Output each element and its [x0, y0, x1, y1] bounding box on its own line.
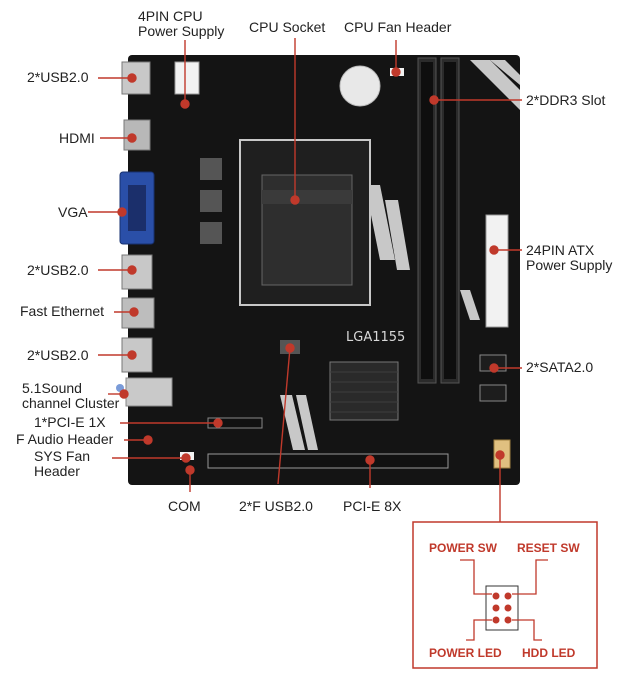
sound-label-line1: 5.1Sound — [22, 380, 82, 396]
power-led-label: POWER LED — [429, 646, 502, 660]
cpu-power-header — [174, 61, 200, 95]
sys-fan-label-line2: Header — [34, 463, 80, 479]
reset-sw-label: RESET SW — [517, 541, 580, 555]
cpu-power-label-line2: Power Supply — [138, 23, 225, 39]
sound-label: 5.1Sound channel Cluster — [22, 381, 119, 411]
sata-port-2 — [479, 384, 507, 402]
atx-label: 24PIN ATX Power Supply — [526, 243, 612, 273]
usb-top-label: 2*USB2.0 — [27, 69, 89, 85]
vga-label: VGA — [58, 204, 88, 220]
pcie-8x-slot — [207, 453, 449, 469]
front-panel-box — [412, 521, 598, 669]
power-sw-label: POWER SW — [429, 541, 497, 555]
usb-mid-label: 2*USB2.0 — [27, 262, 89, 278]
cpu-power-label-line1: 4PIN CPU — [138, 8, 203, 24]
socket-silkscreen: LGA1155 — [346, 330, 406, 345]
atx-connector — [485, 214, 509, 328]
f-audio-label: F Audio Header — [16, 431, 114, 447]
pcie-1x-label: 1*PCI-E 1X — [34, 414, 106, 430]
callout-lines — [88, 38, 522, 522]
pcb-stripes — [280, 60, 520, 450]
sys-fan-label-line1: SYS Fan — [34, 448, 91, 464]
cpu-fan-label: CPU Fan Header — [344, 19, 452, 35]
front-panel-pins — [485, 585, 519, 631]
ddr3-label: 2*DDR3 Slot — [526, 92, 606, 108]
usb-low-label: 2*USB2.0 — [27, 347, 89, 363]
hdmi-label: HDMI — [59, 130, 95, 146]
atx-label-line2: Power Supply — [526, 257, 613, 273]
cmos-battery — [339, 65, 381, 107]
hdmi-port — [123, 119, 151, 151]
atx-label-line1: 24PIN ATX — [526, 242, 595, 258]
usb-port-mid — [121, 254, 153, 290]
com-label: COM — [168, 498, 201, 514]
ethernet-port — [121, 297, 155, 329]
sata-label: 2*SATA2.0 — [526, 359, 594, 375]
f-usb-label: 2*F USB2.0 — [239, 498, 313, 514]
ethernet-label: Fast Ethernet — [20, 303, 105, 319]
sound-label-line2: channel Cluster — [22, 395, 120, 411]
chipset-heatsink — [329, 361, 399, 421]
cpu-power-label: 4PIN CPU Power Supply — [138, 9, 224, 39]
pcie-8x-label: PCI-E 8X — [343, 498, 402, 514]
sys-fan-label: SYS Fan Header — [34, 449, 90, 479]
audio-cluster — [125, 377, 173, 407]
hdd-led-label: HDD LED — [522, 646, 576, 660]
cpu-socket-label: CPU Socket — [249, 19, 326, 35]
